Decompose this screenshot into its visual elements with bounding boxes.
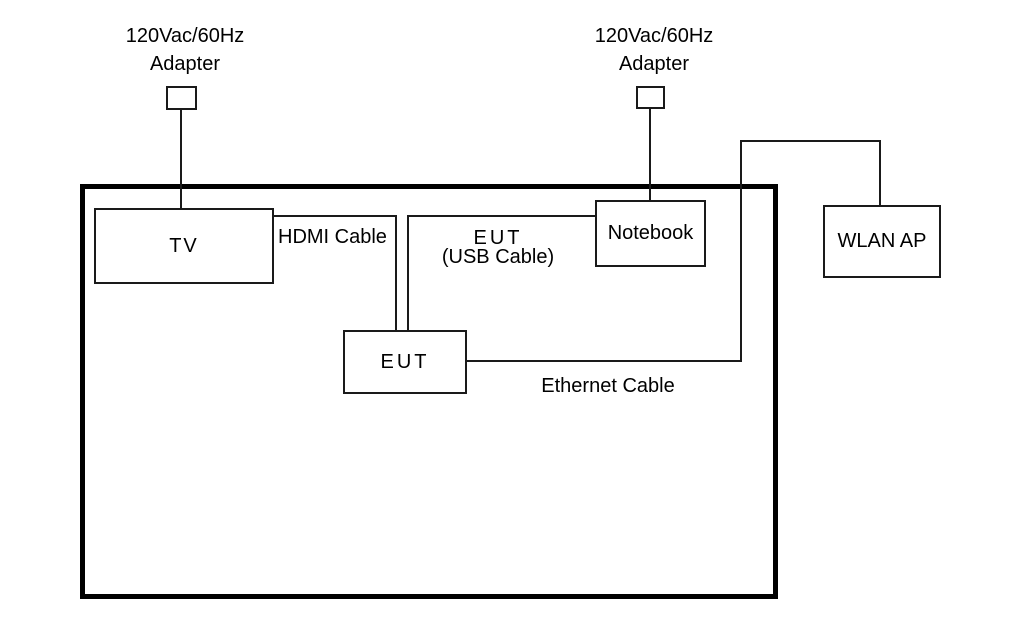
- ethernet-cable-line-vertical: [740, 140, 742, 362]
- usb-cable-label-line2: (USB Cable): [441, 246, 555, 268]
- adapter-right-box: [636, 86, 665, 109]
- wlan-link-line-horizontal: [740, 140, 881, 142]
- adapter-left-box: [166, 86, 197, 110]
- usb-cable-line-vertical: [407, 215, 409, 331]
- usb-cable-label: EUT (USB Cable): [418, 227, 578, 268]
- adapter-right-voltage: 120Vac/60Hz: [594, 25, 714, 47]
- adapter-left-voltage: 120Vac/60Hz: [125, 25, 245, 47]
- notebook-box: Notebook: [595, 200, 706, 267]
- usb-cable-label-line1: EUT: [473, 227, 523, 249]
- notebook-label: Notebook: [607, 222, 694, 244]
- chamber-outline: [80, 184, 778, 599]
- adapter-right-text: Adapter: [618, 53, 690, 75]
- eut-label: EUT: [380, 350, 430, 373]
- eut-box: EUT: [343, 330, 467, 394]
- adapter-right-label: 120Vac/60Hz Adapter: [579, 22, 729, 78]
- ethernet-cable-line-horizontal: [467, 360, 742, 362]
- usb-cable-line-horizontal: [409, 215, 595, 217]
- adapter-left-label: 120Vac/60Hz Adapter: [110, 22, 260, 78]
- adapter-left-text: Adapter: [149, 53, 221, 75]
- hdmi-cable-line-horizontal: [274, 215, 397, 217]
- ethernet-cable-label: Ethernet Cable: [541, 375, 675, 397]
- tv-label: TV: [169, 234, 199, 257]
- wlan-link-line-vertical: [879, 140, 881, 205]
- tv-box: TV: [94, 208, 274, 284]
- adapter-left-power-line: [180, 110, 182, 208]
- wlan-ap-label: WLAN AP: [837, 230, 927, 252]
- adapter-right-power-line: [649, 109, 651, 200]
- wlan-ap-box: WLAN AP: [823, 205, 941, 278]
- hdmi-cable-label: HDMI Cable: [278, 226, 387, 248]
- hdmi-cable-line-vertical: [395, 215, 397, 331]
